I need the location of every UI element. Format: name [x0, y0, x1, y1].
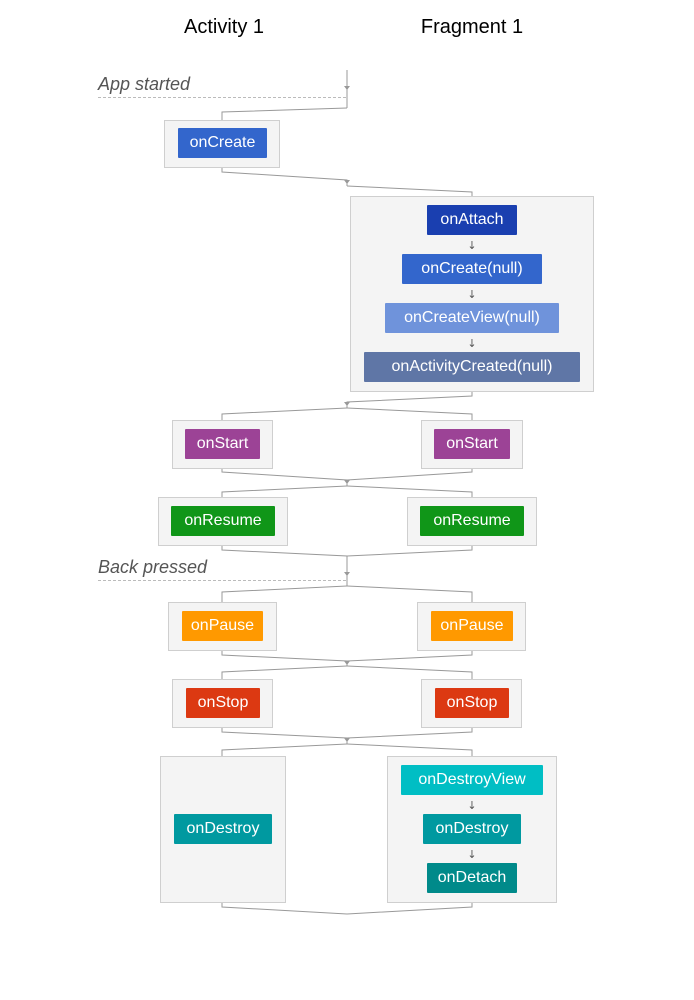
app-started-divider	[98, 97, 346, 98]
down-arrow-icon: ↓	[467, 799, 477, 812]
down-arrow-icon: ↓	[467, 239, 477, 252]
activity-ondestroy-box: onDestroy	[174, 814, 272, 844]
activity-onresume-box: onResume	[171, 506, 275, 536]
activity-onstop-box: onStop	[186, 688, 260, 718]
app-started-label: App started	[98, 74, 191, 94]
activity-onstart-box: onStart	[185, 429, 260, 459]
fragment-onresume-box: onResume	[420, 506, 524, 536]
activity-onpause-box: onPause	[182, 611, 263, 641]
fragment-ondestroyview-box: onDestroyView	[401, 765, 543, 795]
fragment-onattach-box: onAttach	[427, 205, 517, 235]
down-arrow-icon: ↓	[467, 337, 477, 350]
fragment-column-header: Fragment 1	[420, 16, 524, 38]
activity-oncreate-box: onCreate	[178, 128, 267, 158]
fragment-ondestroy-box: onDestroy	[423, 814, 521, 844]
back-pressed-label: Back pressed	[98, 557, 208, 577]
fragment-onstart-box: onStart	[434, 429, 510, 459]
down-arrow-icon: ↓	[467, 288, 477, 301]
back-pressed-divider	[98, 580, 346, 581]
fragment-oncreate-box: onCreate(null)	[402, 254, 542, 284]
fragment-oncreateview-box: onCreateView(null)	[385, 303, 559, 333]
activity-column-header: Activity 1	[183, 16, 265, 38]
fragment-ondetach-box: onDetach	[427, 863, 517, 893]
fragment-onactivitycreated-box: onActivityCreated(null)	[364, 352, 580, 382]
down-arrow-icon: ↓	[467, 848, 477, 861]
fragment-onstop-box: onStop	[435, 688, 509, 718]
fragment-onpause-box: onPause	[431, 611, 513, 641]
